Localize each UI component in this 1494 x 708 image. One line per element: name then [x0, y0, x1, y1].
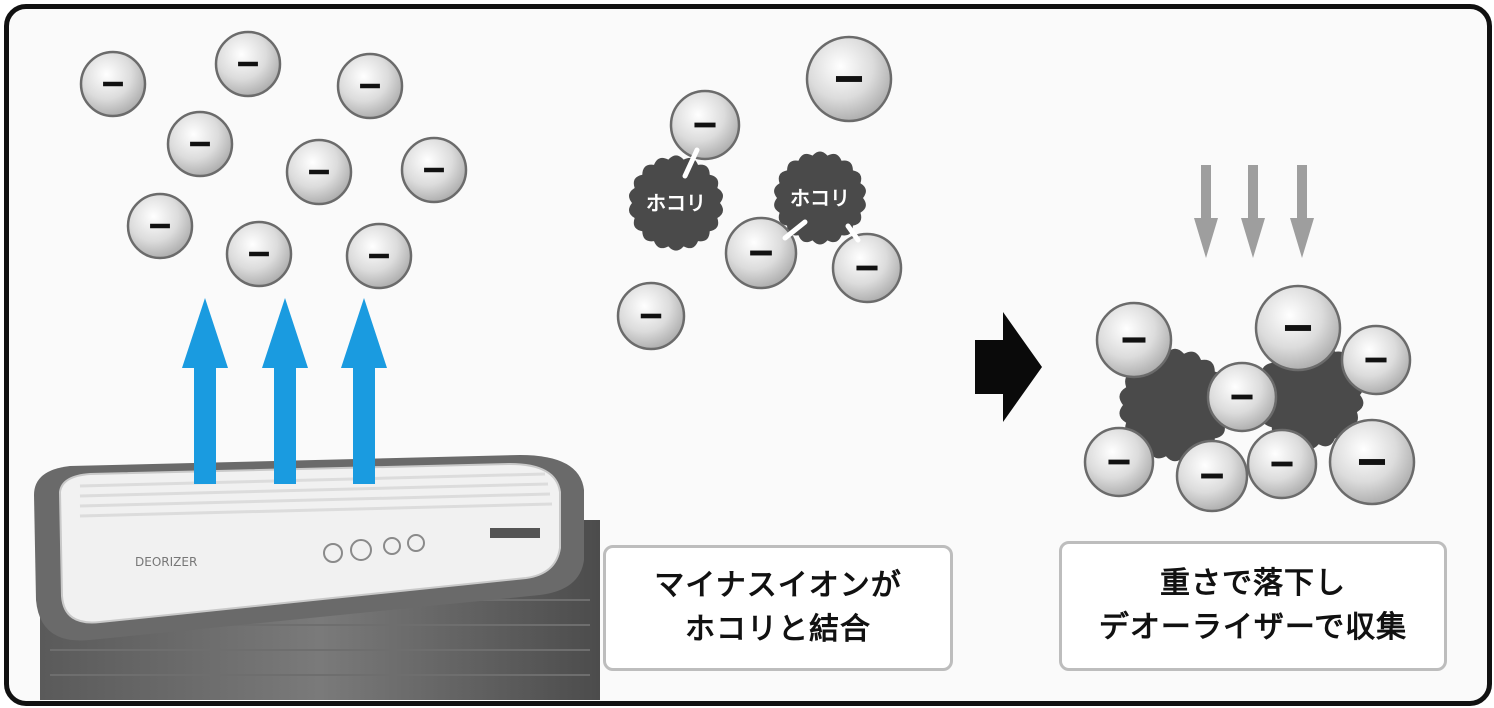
negative-ion-icon [345, 222, 413, 290]
caption-collect-line-1: 重さで落下し [1160, 566, 1346, 601]
caption-collect-line-2: デオーライザーで収集 [1098, 610, 1408, 645]
negative-ion-icon [1254, 284, 1342, 372]
down-arrow-icon [1290, 165, 1314, 258]
negative-ion-icon [214, 30, 282, 98]
attaching-ions [616, 35, 903, 351]
negative-ion-icon [1095, 301, 1173, 379]
negative-ion-icon [724, 216, 798, 290]
caption-collect: 重さで落下し デオーライザーで収集 [1059, 541, 1447, 671]
attach-pointer [682, 147, 700, 179]
negative-ion-icon [669, 89, 741, 161]
attach-pointers [682, 147, 861, 243]
negative-ion-icon [616, 281, 686, 351]
down-arrow-icon [1241, 165, 1265, 258]
negative-ion-icon [285, 138, 353, 206]
down-arrow-icon [1194, 165, 1218, 258]
dust-icon [1119, 348, 1231, 462]
negative-ion-icon [1175, 439, 1249, 513]
negative-ion-icon [1083, 426, 1155, 498]
down-arrows [1194, 165, 1314, 258]
negative-ion-icon [126, 192, 194, 260]
dust-label: ホコリ [646, 191, 706, 215]
deorizer-device: DEORIZER [34, 455, 600, 700]
negative-ion-icon [400, 136, 468, 204]
attach-pointer [845, 223, 861, 243]
up-arrows [182, 298, 387, 484]
caption-combine: マイナスイオンが ホコリと結合 [603, 545, 953, 671]
negative-ion-icon [336, 52, 404, 120]
rising-ions [79, 30, 468, 290]
device-brand-label: DEORIZER [135, 555, 197, 569]
dust-icon: ホコリ [774, 151, 866, 245]
next-step-arrow-icon [975, 312, 1042, 422]
negative-ion-icon [1340, 324, 1412, 396]
negative-ion-icon [1328, 418, 1416, 506]
up-arrow-icon [341, 298, 387, 484]
caption-combine-line-2: ホコリと結合 [685, 612, 871, 647]
negative-ion-icon [805, 35, 893, 123]
caption-combine-line-1: マイナスイオンが [654, 568, 902, 603]
attach-pointer [782, 219, 808, 241]
up-arrow-icon [262, 298, 308, 484]
clustered-ions [1083, 284, 1416, 513]
negative-ion-icon [831, 232, 903, 304]
negative-ion-icon [166, 110, 234, 178]
dust-icon: ホコリ [628, 155, 724, 251]
up-arrow-icon [182, 298, 228, 484]
device-control-buttons [323, 534, 425, 563]
dust-label: ホコリ [790, 186, 850, 210]
negative-ion-icon [225, 220, 293, 288]
dust-particles-middle: ホコリ ホコリ [628, 151, 866, 251]
negative-ion-icon [1206, 361, 1278, 433]
negative-ion-icon [1246, 428, 1318, 500]
negative-ion-icon [79, 50, 147, 118]
device-display [490, 528, 540, 538]
